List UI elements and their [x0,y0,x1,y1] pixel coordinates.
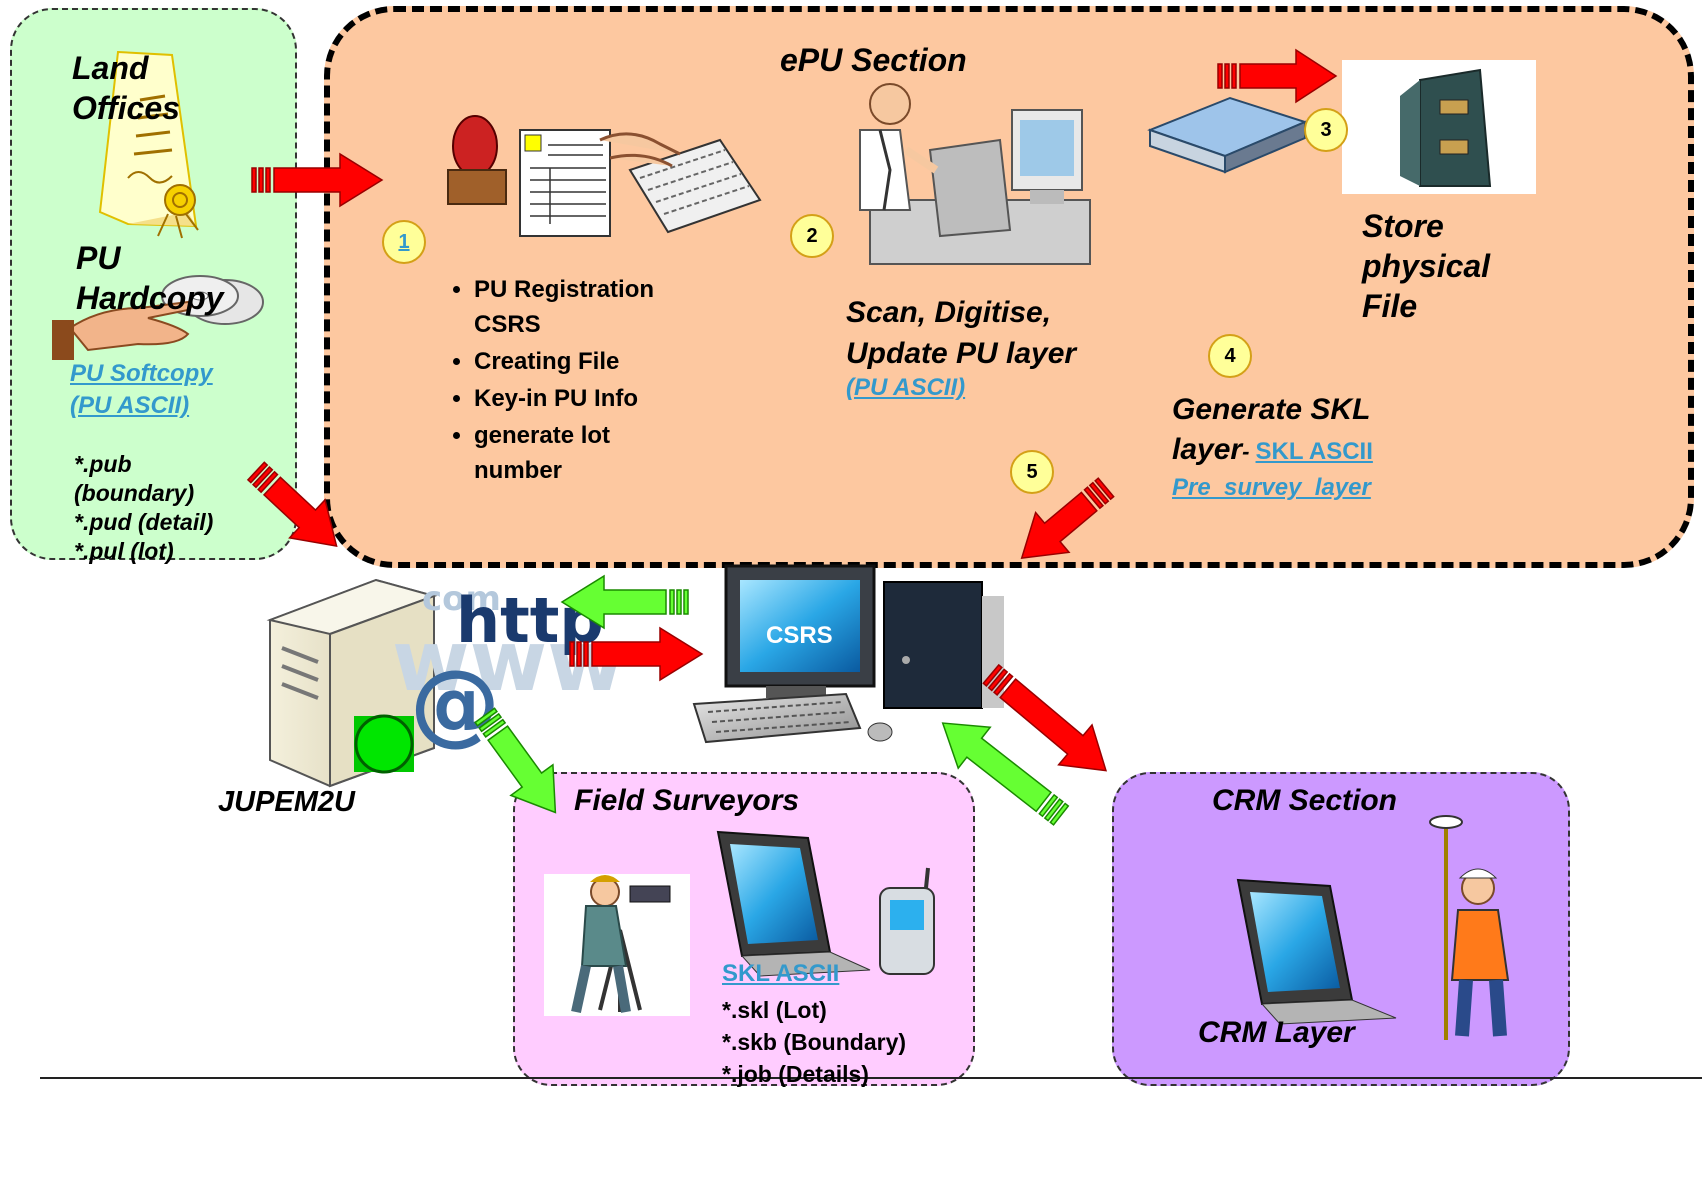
field-tablet-icon [716,830,871,977]
jupem2u-label: JUPEM2U [218,786,355,818]
step-1-list: PU Registration CSRS Creating File Key-i… [444,272,704,490]
land-offices-title: Land Offices [72,50,180,126]
land-file-item: (boundary) [74,480,195,506]
digitising-worker-icon [859,83,1091,265]
crm-layer-label: CRM Layer [1198,1016,1355,1049]
step-1-link[interactable]: 1 [398,231,410,253]
step-2-badge: 2 [790,214,834,258]
mobile-phone-icon [879,867,935,975]
step-2-text: Scan, Digitise, Update PU layer [846,296,1077,370]
skl-ascii-link[interactable]: SKL ASCII [1255,438,1373,465]
hand-disk-icon [52,275,264,360]
scanner-icon [1147,96,1308,174]
crm-tablet-icon [1236,878,1397,1025]
arrow-epu-to-csrs [1020,477,1115,560]
csrs-computer-icon [692,564,1004,744]
pu-hardcopy-label: PU Hardcopy [76,240,224,316]
pu-ascii-link[interactable]: (PU ASCII) [846,374,965,402]
arrow-csrs-to-jupem [560,574,689,630]
pu-ascii-link-text[interactable]: (PU ASCII) [846,374,966,401]
crm-surveyor-icon [1429,815,1510,1040]
step-1-item: Key-in PU Info [474,381,704,416]
com-text: com [422,579,501,619]
pre-survey-link[interactable]: Pre_survey_layer [1172,474,1371,502]
certificate-icon [98,50,199,239]
field-skl-ascii-link[interactable]: SKL ASCII [722,960,839,988]
generate-skl-text: Generate SKL layer- SKL ASCII [1172,390,1373,472]
arrow-land-to-epu [251,152,384,208]
arrow-jupem-to-field [474,707,557,814]
arrow-csrs-to-crm [982,663,1108,772]
generate-skl-line-2: layer- SKL ASCII [1172,430,1373,472]
pu-softcopy-link-text[interactable]: PU Softcopy (PU ASCII) [70,360,213,419]
layer-word: layer [1172,433,1243,466]
epu-section-title: ePU Section [780,42,967,78]
field-surveyors-title: Field Surveyors [574,784,800,817]
land-file-item: *.pul (lot) [74,538,174,564]
bottom-divider [40,1077,1702,1079]
step-5-badge: 5 [1010,450,1054,494]
step-1-badge[interactable]: 1 [382,220,426,264]
field-file-item: *.skl (Lot) [722,997,827,1023]
arrow-land-to-jupem [246,461,338,548]
at-text: @ [410,651,500,756]
pre-survey-link-text[interactable]: Pre_survey_layer [1172,474,1371,501]
jupem2u-server-icon [266,578,438,788]
field-file-item: *.job (Details) [722,1061,869,1087]
step-3-badge: 3 [1304,108,1348,152]
field-surveyor-icon [544,874,690,1016]
registration-icon [447,115,762,237]
store-file-text: Store physical File [1362,208,1491,324]
arrow-to-store [1217,48,1338,104]
pu-softcopy-link[interactable]: PU Softcopy (PU ASCII) [70,358,213,422]
field-file-list: *.skl (Lot) *.skb (Boundary) *.job (Deta… [722,994,906,1090]
generate-skl-line: Generate SKL [1172,393,1371,426]
step-1-item: generate lot number [474,418,654,488]
land-file-list: *.pub (boundary) *.pud (detail) *.pul (l… [74,450,213,566]
land-file-item: *.pud (detail) [74,509,214,535]
internet-icon: com www http @ [392,579,625,756]
csrs-label: CSRS [766,622,833,649]
crm-section-title: CRM Section [1212,784,1398,817]
step-1-item: PU Registration CSRS [474,272,674,342]
land-file-item: *.pub [74,451,132,477]
step-1-item: Creating File [474,344,704,379]
field-skl-ascii-link-text[interactable]: SKL ASCII [722,960,840,987]
field-file-item: *.skb (Boundary) [722,1029,907,1055]
step-4-badge: 4 [1208,334,1252,378]
arrow-jupem-to-csrs [569,626,704,682]
filing-cabinet-icon [1342,60,1536,194]
arrow-crm-to-csrs [941,722,1070,826]
skl-dash: - [1242,439,1256,464]
